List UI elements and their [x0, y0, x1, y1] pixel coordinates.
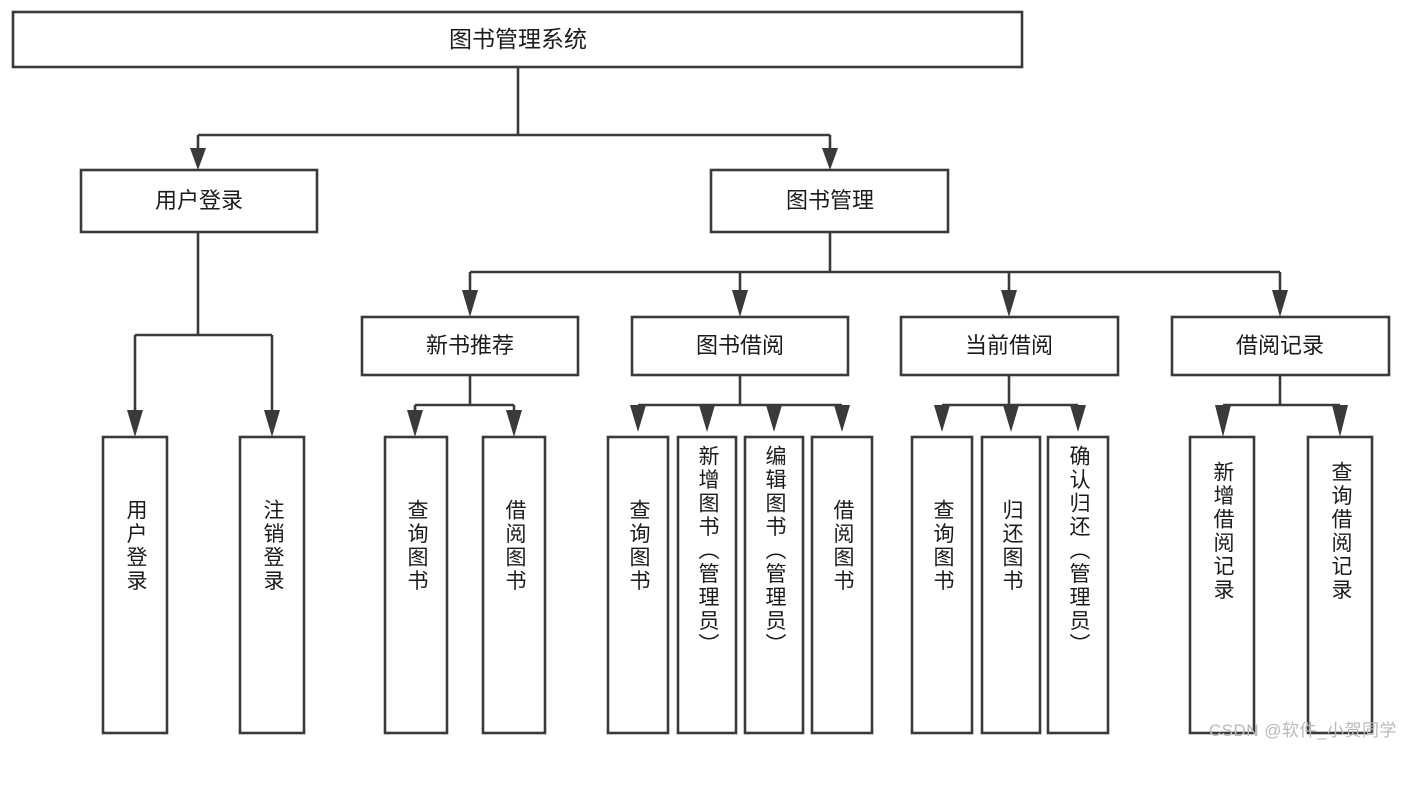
node-book-borrow-label: 图书借阅 [696, 333, 784, 358]
connector-group-user-login [127, 232, 280, 437]
leaf-box-book-borrow-4[interactable] [810, 435, 874, 735]
node-user-login[interactable]: 用户登录 [79, 168, 319, 234]
leaf-box-user-login-1[interactable] [101, 435, 169, 735]
leaf-box-new-book-1[interactable] [383, 435, 449, 735]
node-borrow-records[interactable]: 借阅记录 [1170, 315, 1391, 377]
leaf-box-borrow-records-1[interactable] [1188, 435, 1256, 735]
leaf-box-user-login-2[interactable] [238, 435, 306, 735]
connector-group-root [190, 67, 838, 170]
leaf-box-book-borrow-3[interactable] [743, 435, 805, 735]
node-current-borrow[interactable]: 当前借阅 [899, 315, 1120, 377]
leaf-box-current-borrow-1[interactable] [910, 435, 974, 735]
arrow-current-borrow-leaf-3 [1070, 405, 1086, 432]
arrow-root-to-user-login [190, 148, 206, 170]
node-root-box[interactable] [11, 10, 1024, 69]
node-book-mgmt-box[interactable] [709, 168, 950, 234]
arrow-borrow-records-leaf-2 [1332, 405, 1348, 437]
connector-group-borrow-records [1215, 375, 1348, 437]
arrow-book-mgmt-to-borrow-records [1272, 290, 1288, 317]
node-book-borrow-box[interactable] [630, 315, 850, 377]
node-borrow-records-label: 借阅记录 [1236, 333, 1324, 358]
node-root[interactable]: 图书管理系统 [11, 10, 1024, 69]
arrow-current-borrow-leaf-2 [1003, 405, 1019, 432]
node-root-label: 图书管理系统 [449, 26, 587, 52]
arrow-borrow-records-leaf-1 [1215, 405, 1231, 437]
node-current-borrow-label: 当前借阅 [965, 333, 1053, 358]
connector-group-current-borrow [934, 375, 1086, 432]
leaf-box-book-borrow-1[interactable] [606, 435, 670, 735]
tree-diagram-svg: 图书管理系统 用户登录 图书管理 新书推荐 图书借阅 当前借阅 借阅记录 [11, 10, 1391, 735]
node-new-book-recommend-box[interactable] [360, 315, 580, 377]
node-user-login-box[interactable] [79, 168, 319, 234]
arrow-book-mgmt-to-book-borrow [732, 290, 748, 317]
connector-group-book-mgmt [462, 232, 1288, 317]
node-book-borrow[interactable]: 图书借阅 [630, 315, 850, 377]
leaf-box-current-borrow-2[interactable] [980, 435, 1042, 735]
arrow-root-to-book-mgmt [822, 148, 838, 170]
node-new-book-recommend-label: 新书推荐 [426, 333, 514, 358]
leaf-box-current-borrow-3[interactable] [1046, 435, 1110, 735]
arrow-user-login-leaf-1 [127, 410, 143, 437]
node-current-borrow-box[interactable] [899, 315, 1120, 377]
node-borrow-records-box[interactable] [1170, 315, 1391, 377]
csdn-watermark: CSDN @软件_小贺同学 [1208, 721, 1397, 740]
node-new-book-recommend[interactable]: 新书推荐 [360, 315, 580, 377]
node-book-mgmt[interactable]: 图书管理 [709, 168, 950, 234]
arrow-book-borrow-leaf-1 [630, 405, 646, 432]
leaf-box-book-borrow-2[interactable] [676, 435, 738, 735]
arrow-book-borrow-leaf-3 [766, 405, 782, 432]
diagram-canvas: 图书管理系统 用户登录 图书管理 新书推荐 图书借阅 当前借阅 借阅记录 [11, 10, 1397, 740]
leaf-box-borrow-records-2[interactable] [1306, 435, 1374, 735]
arrow-user-login-leaf-2 [264, 410, 280, 437]
node-book-mgmt-label: 图书管理 [786, 188, 874, 213]
arrow-book-borrow-leaf-2 [699, 405, 715, 432]
leaf-box-new-book-2[interactable] [481, 435, 547, 735]
arrow-book-mgmt-to-new-book [462, 290, 478, 317]
connector-group-new-book [407, 375, 522, 437]
arrow-book-borrow-leaf-4 [834, 405, 850, 432]
connector-group-book-borrow [630, 375, 850, 432]
arrow-book-mgmt-to-current-borrow [1001, 290, 1017, 317]
node-user-login-label: 用户登录 [155, 188, 243, 213]
arrow-current-borrow-leaf-1 [934, 405, 950, 432]
arrow-new-book-leaf-2 [506, 410, 522, 437]
arrow-new-book-leaf-1 [407, 410, 423, 437]
